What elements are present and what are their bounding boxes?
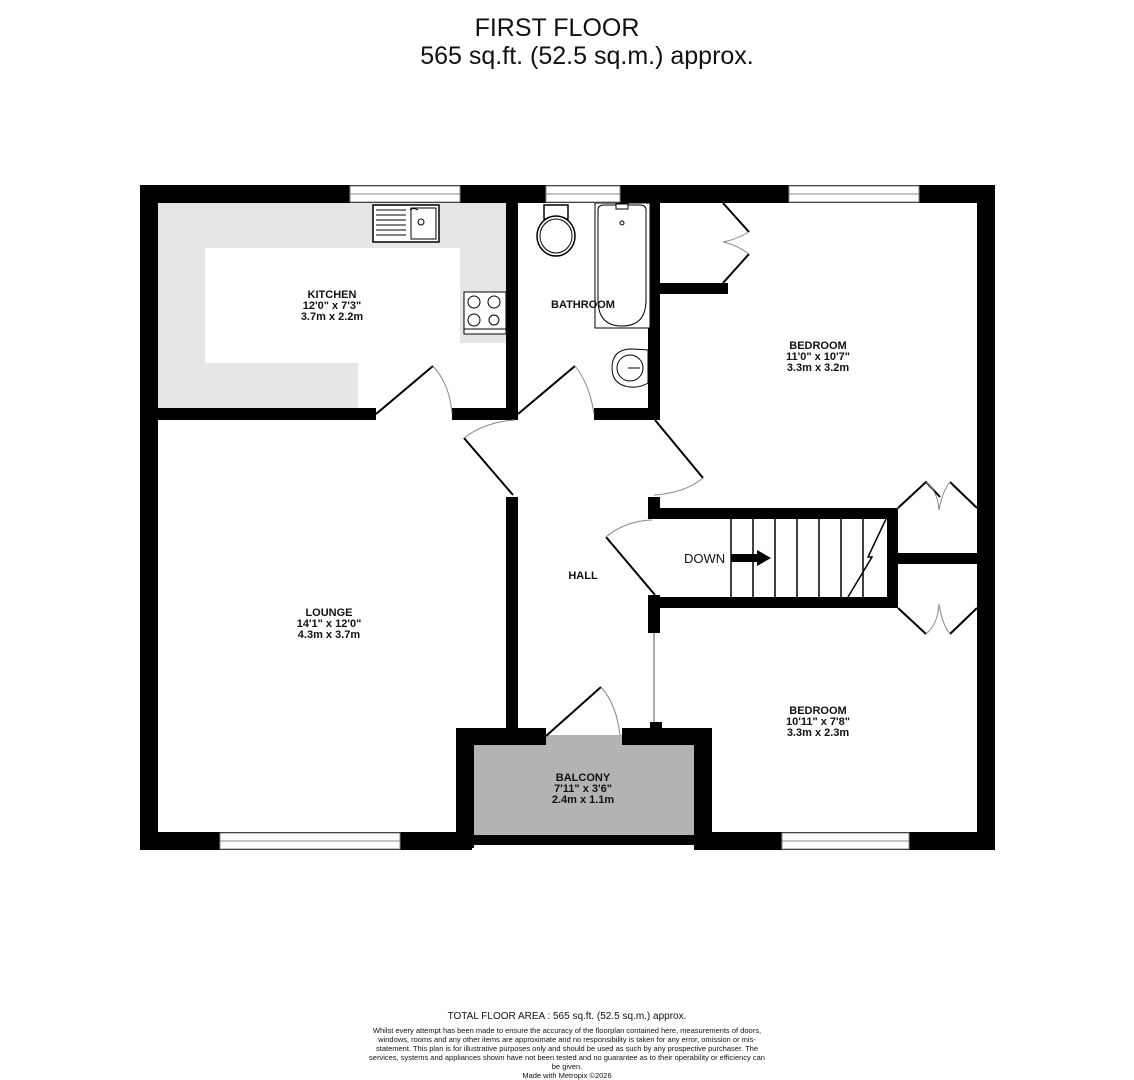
disclaimer: Whilst every attempt has been made to en… xyxy=(369,1026,765,1071)
room-label-bedroom-1: BEDROOM 11'0" x 10'7" 3.3m x 3.2m xyxy=(786,340,850,374)
door-lounge xyxy=(463,419,516,496)
door-stairs xyxy=(605,519,656,596)
plan-title: FIRST FLOOR 565 sq.ft. (52.5 sq.m.) appr… xyxy=(0,14,1134,70)
made-with-credit: Made with Metropix ©2026 xyxy=(522,1071,612,1080)
sink-icon xyxy=(372,204,440,243)
room-label-hall: HALL xyxy=(568,570,598,582)
door-bathroom xyxy=(517,365,595,415)
floor-area: 565 sq.ft. (52.5 sq.m.) approx. xyxy=(420,42,754,70)
basin-icon xyxy=(611,348,649,388)
toilet-icon xyxy=(536,204,576,257)
window-kitchen xyxy=(349,185,461,203)
window-bathroom xyxy=(545,185,621,203)
floor-name: FIRST FLOOR xyxy=(474,14,640,42)
wardrobe-door-lower xyxy=(897,603,978,635)
footer: TOTAL FLOOR AREA : 565 sq.ft. (52.5 sq.m… xyxy=(0,1010,1134,1080)
hob-icon xyxy=(463,291,507,335)
room-label-bedroom-2: BEDROOM 10'11" x 7'8" 3.3m x 2.3m xyxy=(786,705,850,739)
windows xyxy=(219,185,920,850)
wardrobe-door-bedroom1 xyxy=(722,202,750,284)
door-balcony xyxy=(545,686,621,737)
room-label-kitchen: KITCHEN 12'0" x 7'3" 3.7m x 2.2m xyxy=(300,289,364,323)
room-label-bathroom: BATHROOM xyxy=(551,299,615,311)
balcony-floor xyxy=(472,735,695,835)
staircase xyxy=(730,518,887,598)
total-floor-area: TOTAL FLOOR AREA : 565 sq.ft. (52.5 sq.m… xyxy=(447,1011,687,1022)
doors xyxy=(375,202,978,737)
stairs-down-label: DOWN xyxy=(684,551,726,566)
down-arrow-icon xyxy=(731,550,771,566)
window-bedroom1 xyxy=(788,185,920,203)
kitchen-counters xyxy=(158,203,506,408)
room-label-balcony: BALCONY 7'11" x 3'6" 2.4m x 1.1m xyxy=(551,772,615,806)
room-label-lounge: LOUNGE 14'1" x 12'0" 4.3m x 3.7m xyxy=(296,607,362,641)
window-lounge xyxy=(219,832,401,850)
door-bedroom1 xyxy=(653,419,704,496)
door-kitchen xyxy=(375,365,453,415)
wardrobe-door-upper xyxy=(897,480,978,511)
window-bedroom2 xyxy=(781,832,910,850)
bath-icon xyxy=(594,202,651,329)
